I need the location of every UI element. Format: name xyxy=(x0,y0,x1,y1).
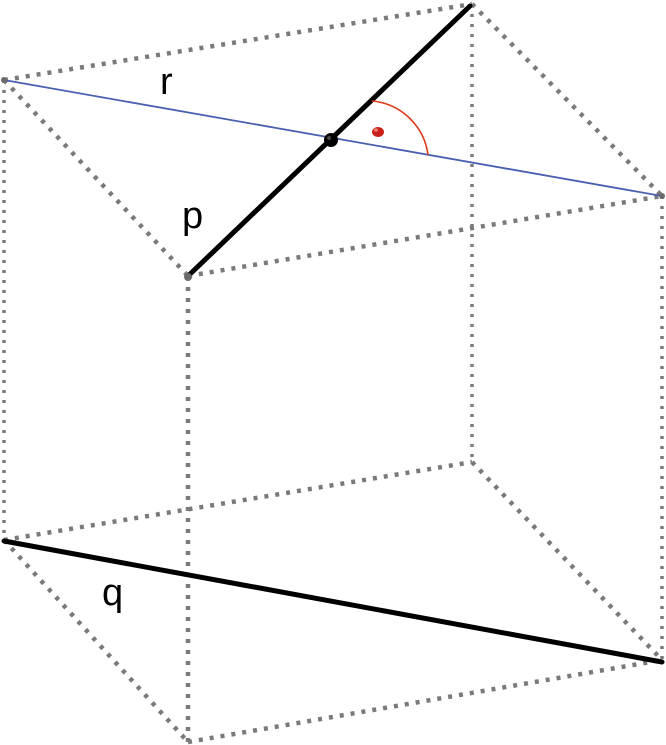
cube-edge-top-left xyxy=(2,78,190,278)
vertex-dot xyxy=(184,273,192,281)
cube-bottom-face xyxy=(2,459,664,745)
right-angle-dot-highlight xyxy=(374,128,378,132)
cube-edge-top-back xyxy=(3,1,473,83)
cube-back-face xyxy=(2,1,664,279)
cube-edge-bottom-left xyxy=(2,538,190,744)
cube-edge-top-front xyxy=(187,193,663,279)
label-r: r xyxy=(160,61,173,103)
cube-edge-bottom-right xyxy=(470,460,664,662)
cube-edge-bottom-front xyxy=(187,657,663,745)
label-q: q xyxy=(102,572,123,614)
line-q xyxy=(1,538,665,665)
cube-edge-top-right xyxy=(470,2,664,198)
right-angle-arc xyxy=(371,100,429,156)
label-p: p xyxy=(182,195,203,237)
right-angle-dot xyxy=(372,127,384,137)
intersection-point-highlight xyxy=(327,136,331,140)
cube-edge-bottom-back xyxy=(3,459,473,543)
cube-vertical-edges xyxy=(2,4,664,742)
vertex-dot xyxy=(1,77,7,83)
vertex-dot xyxy=(659,193,665,199)
intersection-point xyxy=(324,133,338,147)
